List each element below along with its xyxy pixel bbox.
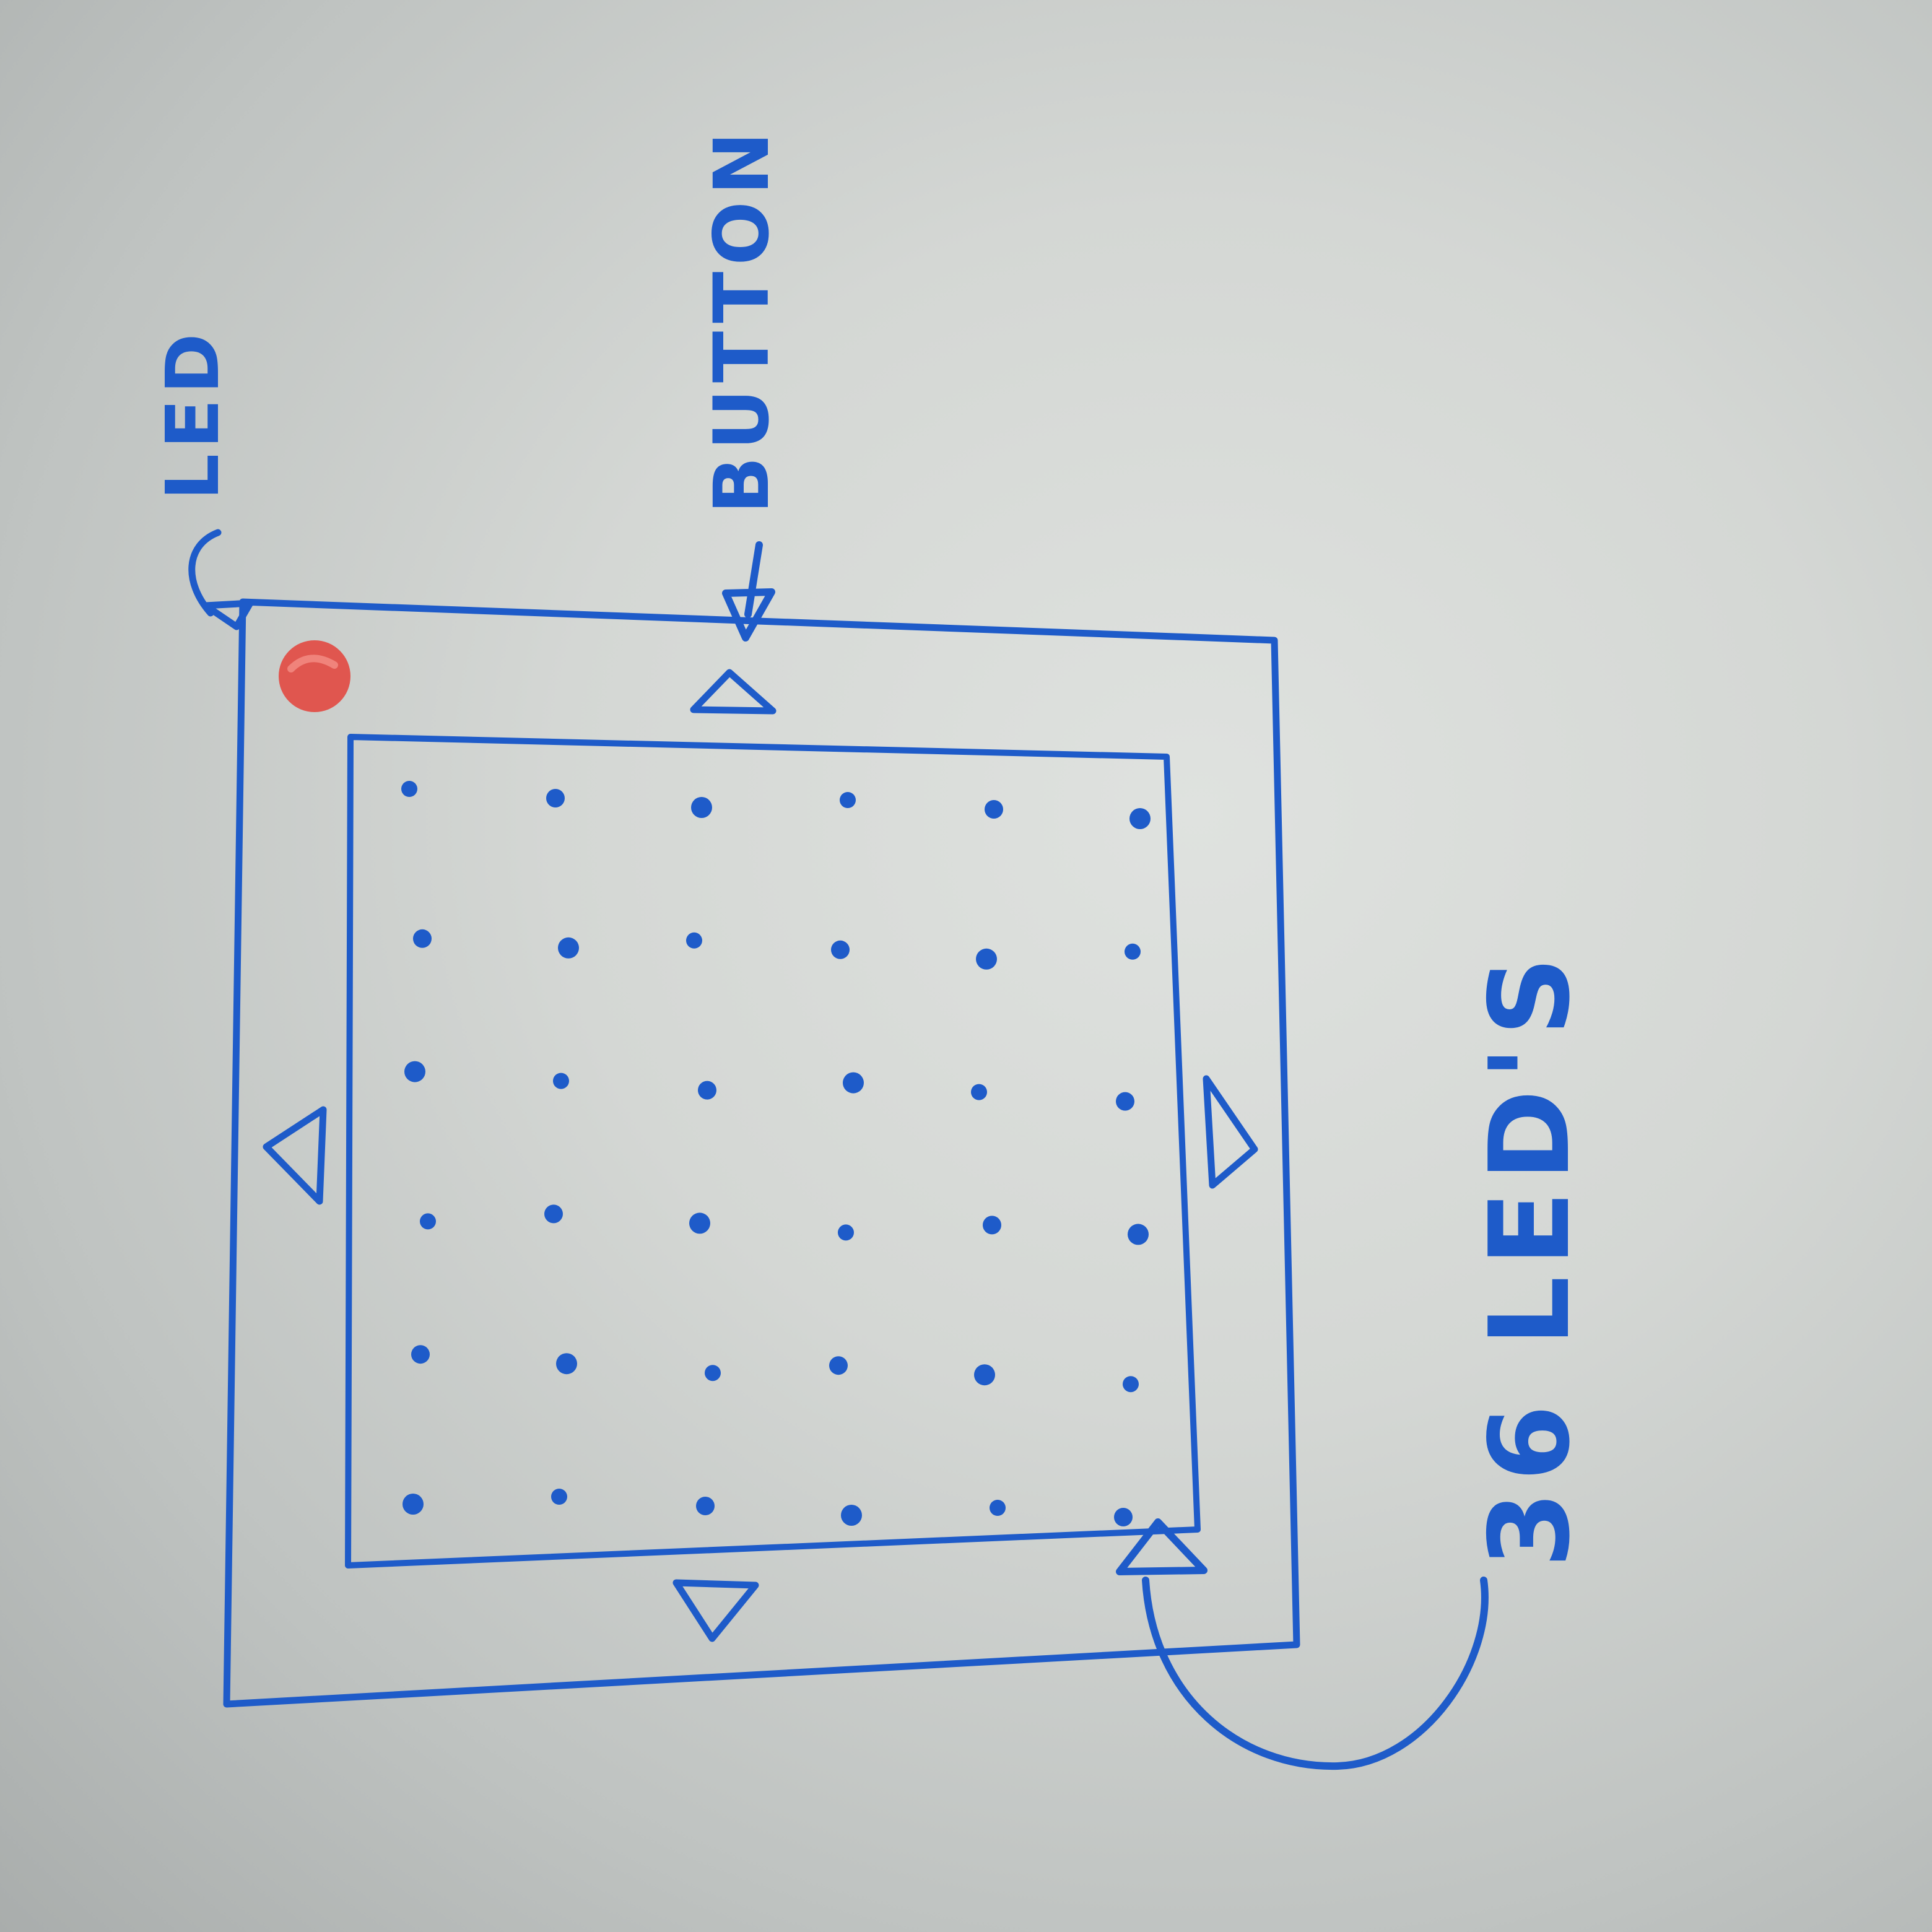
led-dot [696,1497,715,1515]
button-pointer-arrow [722,541,775,642]
led-dot [1128,1224,1149,1245]
led-dot [1129,808,1151,829]
outer-frame [223,598,1300,1708]
led-panel-frame [345,734,1201,1569]
triangle-button-icon[interactable] [263,1106,327,1205]
led-dot [829,1356,848,1375]
led-dot [983,1216,1001,1235]
indicator-led [279,640,350,712]
led-dot [413,929,432,948]
led-dot [558,937,579,959]
triangle-button-icon[interactable] [672,1579,759,1642]
led-dot [691,797,712,818]
led-pointer-arrow [188,529,254,630]
led-dot [976,948,997,970]
red-dot-highlight [287,655,338,672]
triangle-button-icon[interactable] [1203,1075,1258,1189]
led-dot [985,800,1003,819]
led-grid-pointer-arrow [1116,1518,1489,1770]
led-dot [838,1224,854,1241]
led-dot [1125,943,1141,960]
led-dot [404,1061,425,1082]
button-label: BUTTON [698,126,786,514]
led-dot [411,1345,430,1364]
led-dot [1116,1092,1134,1111]
led-dot [553,1073,569,1089]
led-dot [705,1365,721,1382]
led-dot [689,1212,710,1234]
led-dot [974,1364,995,1386]
led-dot [840,792,856,808]
triangle-button-icon[interactable] [690,669,777,715]
led-dot [401,781,417,797]
led-dot [971,1084,987,1100]
red-dot-icon [279,640,350,712]
led-dot [544,1204,563,1224]
led-dot [990,1500,1006,1516]
led-dot [420,1213,436,1230]
led-dot [556,1353,577,1375]
led-dot [1114,1508,1133,1526]
led-count-label: 36 LED'S [1466,947,1594,1568]
led-label: LED [150,328,235,500]
led-dot [841,1505,862,1526]
led-dot [843,1072,864,1094]
led-dot [831,940,850,959]
led-grid [401,781,1151,1526]
led-dot [698,1081,716,1100]
led-dot [686,932,702,949]
led-dot [402,1494,424,1515]
led-dot [1123,1376,1139,1393]
led-dot [551,1489,567,1505]
led-dot [546,789,565,807]
